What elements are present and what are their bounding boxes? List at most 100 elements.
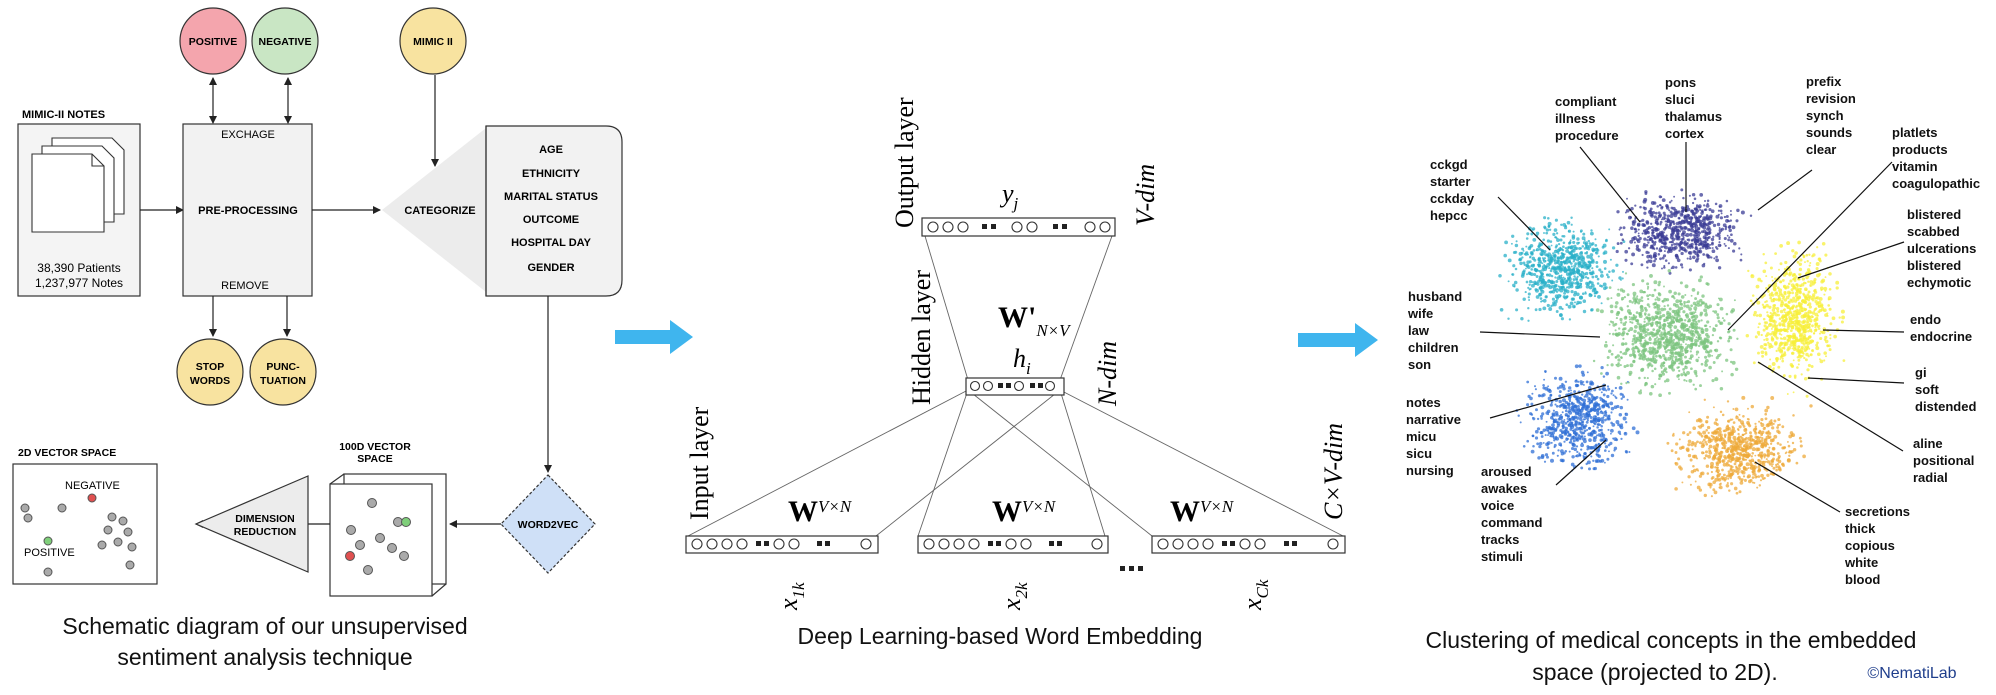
scatter-point <box>1661 300 1665 303</box>
scatter-point <box>1577 413 1581 417</box>
scatter-point <box>1548 291 1551 294</box>
scatter-point <box>1807 321 1810 324</box>
scatter-point <box>1566 434 1569 437</box>
scatter-point <box>1606 394 1610 399</box>
scatter-point <box>1807 338 1810 341</box>
scatter-point <box>1524 291 1527 294</box>
scatter-point <box>1592 459 1595 462</box>
scatter-point <box>1689 343 1694 348</box>
scatter-point <box>1587 445 1592 450</box>
scatter-point <box>1608 286 1612 289</box>
scatter-point <box>1592 429 1596 433</box>
scatter-point <box>1755 427 1758 431</box>
scatter-point <box>1695 358 1699 363</box>
scatter-point <box>1676 366 1679 369</box>
scatter-point <box>1771 279 1774 282</box>
scatter-point <box>1658 316 1662 321</box>
scatter-point <box>1567 245 1571 249</box>
scatter-point <box>1688 268 1692 272</box>
scatter-point <box>1565 296 1568 299</box>
scatter-point <box>1678 362 1681 365</box>
scatter-point <box>1775 465 1778 469</box>
scatter-point <box>1763 440 1766 443</box>
scatter-point <box>1635 430 1640 435</box>
scatter-point <box>1651 293 1655 298</box>
scatter-point <box>1789 311 1793 314</box>
scatter-point <box>1691 311 1696 315</box>
scatter-point <box>1757 458 1760 462</box>
scatter-point <box>1590 243 1594 246</box>
scatter-point <box>1697 356 1700 359</box>
scatter-point <box>1656 324 1659 327</box>
scatter-point <box>1686 433 1690 437</box>
scatter-point <box>1592 438 1597 442</box>
scatter-point <box>1532 264 1535 267</box>
scatter-point <box>1536 263 1540 266</box>
scatter-point <box>1628 348 1631 351</box>
scatter-point <box>1560 286 1564 289</box>
scatter-point <box>1778 268 1780 271</box>
scatter-point <box>1707 228 1712 232</box>
scatter-point <box>1750 458 1755 462</box>
scatter-point <box>1626 305 1630 308</box>
scatter-point <box>1566 417 1569 420</box>
scatter-point <box>1594 435 1598 440</box>
scatter-point <box>1688 228 1691 231</box>
scatter-point <box>1818 332 1822 335</box>
scatter-point <box>1740 435 1743 438</box>
scatter-point <box>1738 441 1743 446</box>
scatter-point <box>1561 382 1564 386</box>
scatter-point <box>1582 272 1585 274</box>
flow-arrow-icon <box>615 320 693 354</box>
scatter-point <box>1553 302 1557 307</box>
scatter-point <box>1582 454 1585 457</box>
scatter-point <box>1733 299 1736 302</box>
scatter-point <box>1690 304 1693 308</box>
scatter-point <box>1656 297 1661 302</box>
scatter-point <box>1554 411 1559 415</box>
scatter-point <box>1665 205 1669 208</box>
scatter-point <box>1703 493 1707 498</box>
scatter-point <box>1564 409 1568 413</box>
scatter-point <box>1735 466 1739 470</box>
scatter-point <box>1534 436 1539 440</box>
scatter-point <box>1804 261 1806 264</box>
scatter-point <box>1806 323 1811 327</box>
scatter-point <box>1540 253 1544 257</box>
scatter-point <box>1701 442 1705 446</box>
scatter-point <box>1677 378 1680 381</box>
scatter-point <box>1668 339 1673 344</box>
scatter-point <box>1718 486 1721 489</box>
scatter-point <box>1757 454 1761 457</box>
scatter-point <box>1698 441 1702 445</box>
scatter-point <box>1700 319 1703 322</box>
scatter-point <box>1562 451 1566 455</box>
category-item: ETHNICITY <box>522 168 581 180</box>
scatter-point <box>1556 454 1559 457</box>
scatter-point <box>1543 216 1547 220</box>
scatter-point <box>1727 337 1730 340</box>
scatter-point <box>1764 412 1768 416</box>
scatter-point <box>1640 308 1644 313</box>
scatter-point <box>1712 437 1715 441</box>
scatter-point <box>1651 346 1655 350</box>
scatter-point <box>1808 297 1811 300</box>
scatter-point <box>1691 326 1695 330</box>
scatter-point <box>1534 388 1537 391</box>
scatter-point <box>1760 439 1764 443</box>
scatter-point <box>1799 354 1802 357</box>
scatter-point <box>1783 446 1787 449</box>
scatter-point <box>1565 303 1569 307</box>
scatter-point <box>1639 355 1644 360</box>
scatter-point <box>1815 262 1820 266</box>
scatter-point <box>1536 442 1540 446</box>
scatter-point <box>1553 414 1556 417</box>
scatter-point <box>1655 321 1658 324</box>
scatter-point <box>1712 480 1716 485</box>
scatter-point <box>1798 262 1803 267</box>
scatter-point <box>1582 380 1585 383</box>
scatter-point <box>1548 307 1553 311</box>
scatter-point <box>1762 305 1766 309</box>
scatter-point <box>1643 320 1646 323</box>
scatter-point <box>1779 281 1782 284</box>
